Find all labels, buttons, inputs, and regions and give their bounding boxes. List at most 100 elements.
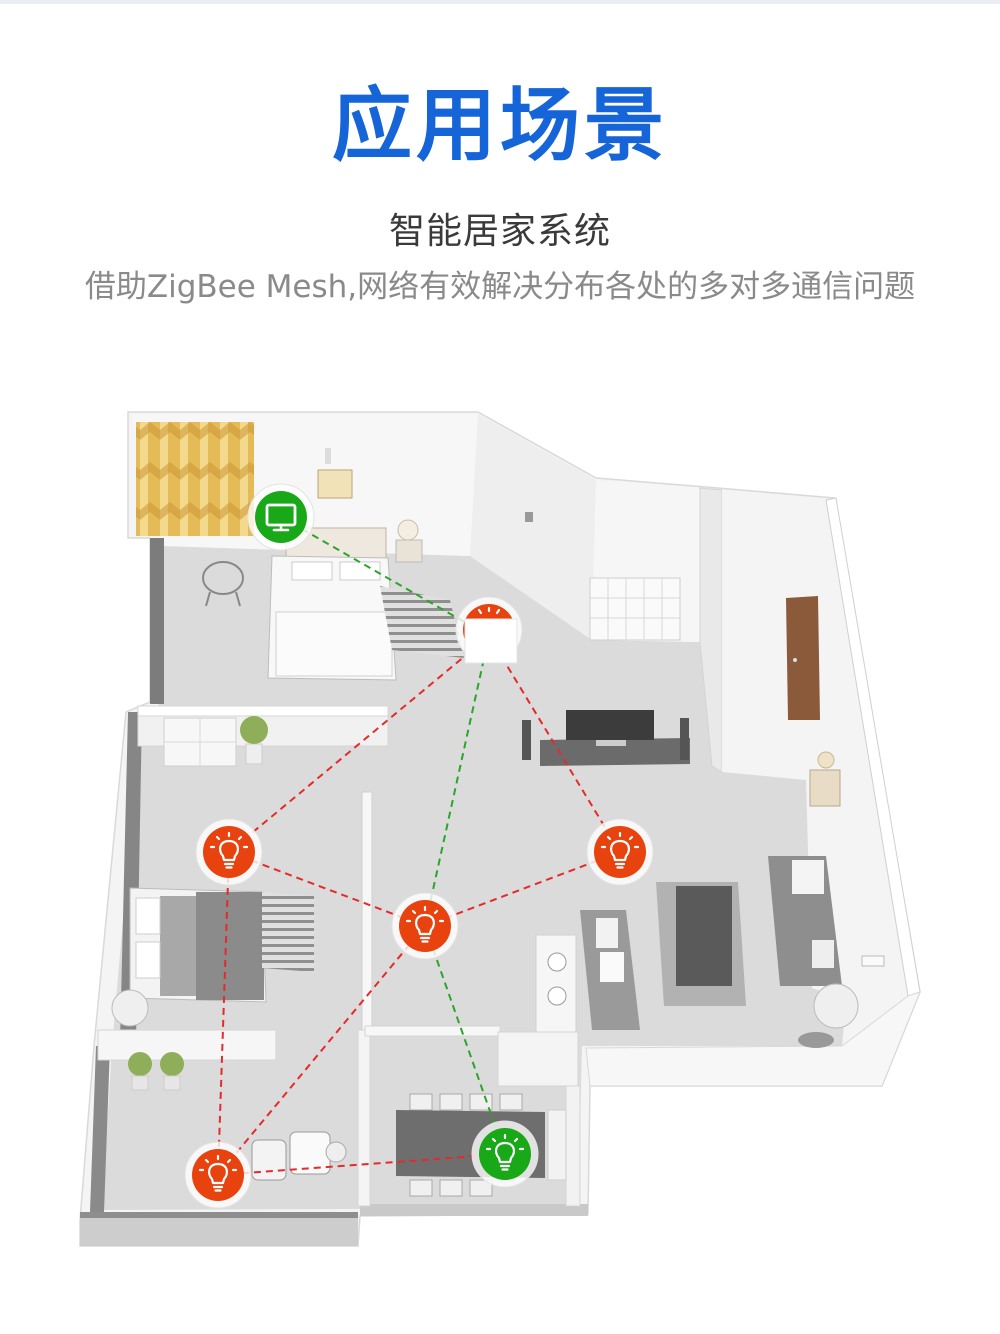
- stove-burner: [547, 986, 567, 1006]
- bulb-glass: [609, 839, 631, 862]
- dining-chair: [499, 1093, 523, 1111]
- node-circle: [203, 826, 255, 878]
- floor-lamp: [813, 983, 859, 1029]
- mesh-node: [391, 892, 459, 960]
- sofa-cushion: [600, 952, 624, 982]
- armchair: [202, 561, 244, 595]
- armchair-leg: [235, 591, 241, 607]
- master-pillow: [339, 561, 381, 581]
- section-description: 借助ZigBee Mesh,网络有效解决分布各处的多对多通信问题: [84, 269, 916, 305]
- bulb-ray: [606, 835, 612, 841]
- bottom-base-line: [80, 1212, 358, 1218]
- bulb-glass: [207, 1162, 229, 1185]
- second-bed-blanket: [196, 892, 264, 1000]
- curtain: [136, 422, 254, 536]
- wall-outlet: [525, 512, 533, 522]
- master-rug: [380, 586, 464, 658]
- mesh-node: [586, 818, 654, 886]
- bulb-ray: [513, 1137, 519, 1143]
- left-wall-edge-top: [150, 538, 164, 704]
- master-blanket: [275, 611, 393, 677]
- bulb-ray: [204, 1158, 210, 1164]
- kitchen-lower-wall: [497, 1031, 579, 1087]
- bulb-icon: [485, 1133, 525, 1171]
- bulb-icon: [198, 1154, 238, 1192]
- bulb-ray: [433, 909, 439, 915]
- table-lamp: [397, 519, 419, 541]
- door-handle: [793, 658, 797, 662]
- mesh-node: [471, 1120, 539, 1188]
- second-rug: [262, 892, 314, 972]
- mesh-link: [217, 851, 230, 1176]
- dining-chair: [469, 1093, 493, 1111]
- bottom-base-strip: [80, 1212, 358, 1246]
- mesh-link: [488, 635, 621, 853]
- bulb-ray: [226, 1158, 232, 1164]
- dining-chair: [409, 1179, 433, 1197]
- bulb-glass: [414, 913, 436, 936]
- dining-chair: [439, 1179, 463, 1197]
- plant: [160, 1052, 184, 1076]
- mesh-node: [184, 1141, 252, 1209]
- tv-stand: [540, 738, 690, 766]
- wall-switch: [861, 955, 885, 967]
- dining-left-wall: [357, 1029, 371, 1207]
- wall-picture: [317, 469, 353, 499]
- coffee-table: [676, 886, 732, 986]
- plant: [240, 716, 268, 744]
- kitchen-cabinet: [547, 1109, 567, 1181]
- bulb-ray: [491, 1137, 497, 1143]
- tv-base: [596, 740, 626, 746]
- mesh-links: [217, 516, 621, 1176]
- armchair-leg: [205, 591, 211, 607]
- gateway-box: [464, 618, 518, 664]
- mesh-link: [217, 925, 426, 1176]
- right-bottom-wall: [585, 991, 921, 1087]
- mesh-link: [280, 516, 490, 637]
- bulb-icon: [405, 905, 445, 943]
- nightstand: [395, 539, 423, 563]
- second-bed-pillow: [135, 897, 161, 935]
- page-title: 应用场景: [332, 79, 668, 172]
- bedroom-divider-top: [137, 705, 389, 717]
- mesh-node: [455, 596, 523, 664]
- sofa-cushion: [812, 940, 834, 968]
- back-wall-diagonal: [470, 414, 596, 640]
- monitor-icon: [265, 503, 297, 532]
- bulb-ray: [628, 835, 634, 841]
- bulb-glass: [218, 839, 240, 862]
- mesh-link: [424, 925, 506, 1155]
- bedside-lamp: [111, 989, 149, 1027]
- wall-lamp: [325, 448, 331, 464]
- node-circle: [255, 491, 307, 543]
- plant-pot: [163, 1075, 181, 1091]
- bulb-ray: [411, 909, 417, 915]
- section-subtitle: 智能居家系统: [388, 211, 611, 252]
- bulb-glass: [494, 1141, 516, 1164]
- dining-right-wall: [565, 1085, 581, 1207]
- vase-table: [809, 769, 841, 807]
- bulb-ray: [215, 835, 221, 841]
- bookshelf: [589, 577, 681, 641]
- mesh-link: [424, 635, 490, 927]
- lounge-chair: [251, 1139, 287, 1181]
- lounge-chair: [289, 1131, 331, 1175]
- node-circle: [399, 900, 451, 952]
- dining-base-strip: [360, 1204, 588, 1216]
- bulb-ray: [237, 835, 243, 841]
- mesh-link: [228, 851, 426, 927]
- door: [786, 596, 820, 720]
- floor-plan: [79, 411, 921, 1247]
- gateway-signal: [477, 608, 483, 615]
- mesh-link: [228, 635, 490, 853]
- dining-chair: [439, 1093, 463, 1111]
- mesh-node: [247, 483, 315, 551]
- mesh-nodes: [184, 483, 654, 1209]
- gateway-icon: [464, 606, 518, 664]
- dining-chair: [409, 1093, 433, 1111]
- second-bed-pillow: [135, 941, 161, 979]
- plant-pot: [245, 743, 263, 765]
- floor-lamp-base: [798, 1032, 834, 1048]
- vase: [817, 751, 835, 769]
